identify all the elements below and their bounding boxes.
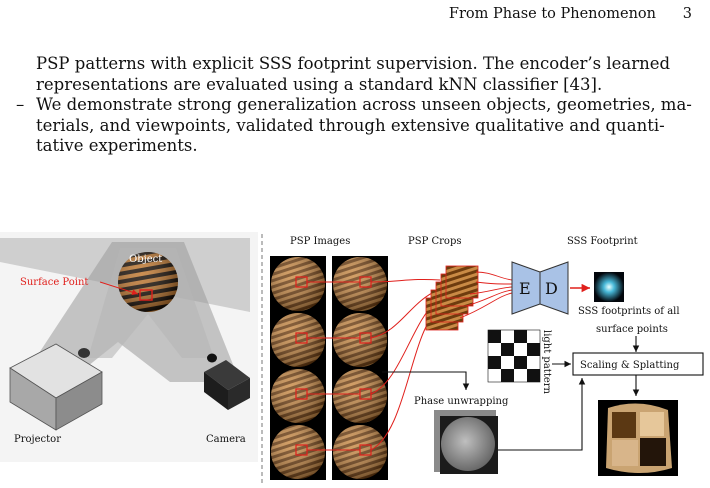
capture-setup: Object Surface Point Projector Camera [0,232,258,462]
psp-image [270,368,326,424]
sphere-shading [118,252,178,312]
contribution-bullet: – We demonstrate strong generalization a… [16,95,692,157]
text-line: terials, and viewpoints, validated throu… [36,115,665,135]
psp-image [270,256,326,312]
psp-image [332,256,388,312]
decoder-block [539,261,569,315]
encoder-decoder: E D [511,261,569,315]
projector [9,343,103,431]
sss-footprint-image [594,272,624,302]
bullet-text: We demonstrate strong generalization acr… [36,95,692,157]
psp-image-grid [270,256,388,480]
scaling-splatting-label: Scaling & Splatting [580,360,680,371]
bullet-dash: – [16,95,25,114]
running-title: From Phase to Phenomenon [448,6,656,22]
images-to-phase-arrow [382,371,470,390]
text-line: representations are evaluated using a st… [36,74,603,94]
surface-point-marker [139,289,153,301]
psp-images-title: PSP Images [290,236,350,247]
psp-crops-title: PSP Crops [408,236,461,247]
phase-map [434,410,498,474]
rendered-output [598,400,678,476]
text-line: PSP patterns with explicit SSS footprint… [36,54,671,73]
projector-label: Projector [14,434,61,445]
surface-point-arrow [99,281,139,296]
decoder-label: D [545,279,558,298]
psp-image [332,368,388,424]
camera-label: Camera [206,434,246,445]
figure-canvas: Object Surface Point Projector Camera PS… [0,232,704,484]
phase-unwrapping-label: Phase unwrapping [414,396,509,407]
psp-image [332,312,388,368]
phase-to-splatting-arrow [498,378,586,451]
object-label: Object [129,254,162,265]
encoder-input-lines [459,271,513,319]
contribution-paragraph-continued: PSP patterns with explicit SSS footprint… [16,54,692,95]
pipeline-figure: Object Surface Point Projector Camera PS… [0,232,710,488]
camera [204,353,250,410]
psp-image [270,312,326,368]
light-pattern-checkerboard [487,329,541,383]
page-number: 3 [682,6,692,22]
psp-image [332,424,388,480]
encoder-label: E [519,279,531,298]
body-text: PSP patterns with explicit SSS footprint… [16,54,692,157]
psp-image [270,424,326,480]
footprints-note-line2: surface points [596,324,668,335]
scaling-splatting-box [572,352,704,376]
text-line: tative experiments. [36,136,198,155]
sss-footprint-title: SSS Footprint [567,236,638,247]
light-pattern-label: light pattern [541,330,552,395]
text-line: We demonstrate strong generalization acr… [36,95,692,114]
page-header: From Phase to Phenomenon 3 [0,6,692,30]
psp-crop-stack [425,265,479,331]
surface-point-label: Surface Point [20,277,88,288]
footprints-note-line1: SSS footprints of all [578,306,680,317]
